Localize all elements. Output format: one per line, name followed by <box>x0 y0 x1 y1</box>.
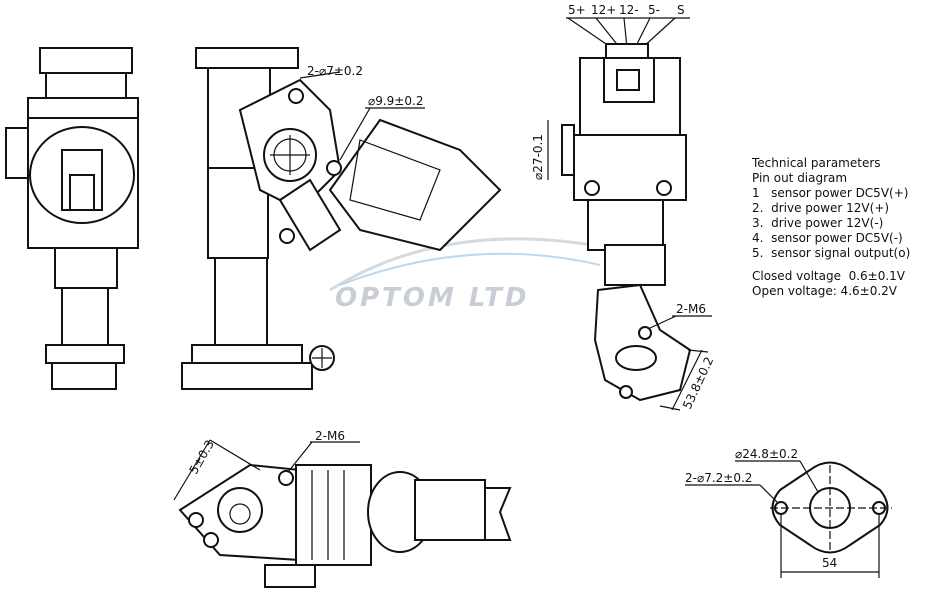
side-view: 2-⌀7±0.2 ⌀9.9±0.2 <box>181 47 502 390</box>
front-view <box>5 47 139 390</box>
svg-text:2-M6: 2-M6 <box>676 302 706 316</box>
svg-text:5-: 5- <box>648 3 660 17</box>
closed-voltage: Closed voltage 0.6±0.1V <box>752 269 906 283</box>
pin-item: 3. drive power 12V(-) <box>752 216 884 230</box>
top-view: 5+ 12+ 12- 5- S 2-M6 53.8±0.2 ⌀27-0.1 <box>531 3 716 411</box>
svg-text:2-⌀7±0.2: 2-⌀7±0.2 <box>307 64 363 78</box>
bottom-view: 2-M6 5±0.3 <box>173 429 512 588</box>
pin-item: 5. sensor signal output(o) <box>752 246 911 260</box>
svg-text:12-: 12- <box>619 3 639 17</box>
svg-text:S: S <box>677 3 685 17</box>
svg-text:54: 54 <box>822 556 837 570</box>
pin-item: 4. sensor power DC5V(-) <box>752 231 903 245</box>
svg-text:⌀24.8±0.2: ⌀24.8±0.2 <box>735 447 798 461</box>
watermark-logo: OPTOM LTD <box>329 237 621 313</box>
pin-item: 1 sensor power DC5V(+) <box>752 186 909 200</box>
svg-text:12+: 12+ <box>591 3 616 17</box>
spacer <box>752 261 910 269</box>
params-subtitle: Pin out diagram <box>752 171 848 185</box>
svg-text:2-M6: 2-M6 <box>315 429 345 443</box>
svg-text:5+: 5+ <box>568 3 586 17</box>
svg-text:⌀27-0.1: ⌀27-0.1 <box>531 134 545 180</box>
open-voltage: Open voltage: 4.6±0.2V <box>752 284 897 298</box>
svg-text:⌀9.9±0.2: ⌀9.9±0.2 <box>368 94 423 108</box>
svg-text:2-⌀7.2±0.2: 2-⌀7.2±0.2 <box>685 471 752 485</box>
gasket-view: 54 ⌀24.8±0.2 2-⌀7.2±0.2 <box>685 447 892 578</box>
svg-text:OPTOM LTD: OPTOM LTD <box>335 283 530 313</box>
technical-parameters: Technical parameters Pin out diagram 1 s… <box>752 156 910 299</box>
pin-item: 2. drive power 12V(+) <box>752 201 890 215</box>
svg-text:5±0.3: 5±0.3 <box>186 438 217 477</box>
params-title: Technical parameters <box>752 156 881 170</box>
